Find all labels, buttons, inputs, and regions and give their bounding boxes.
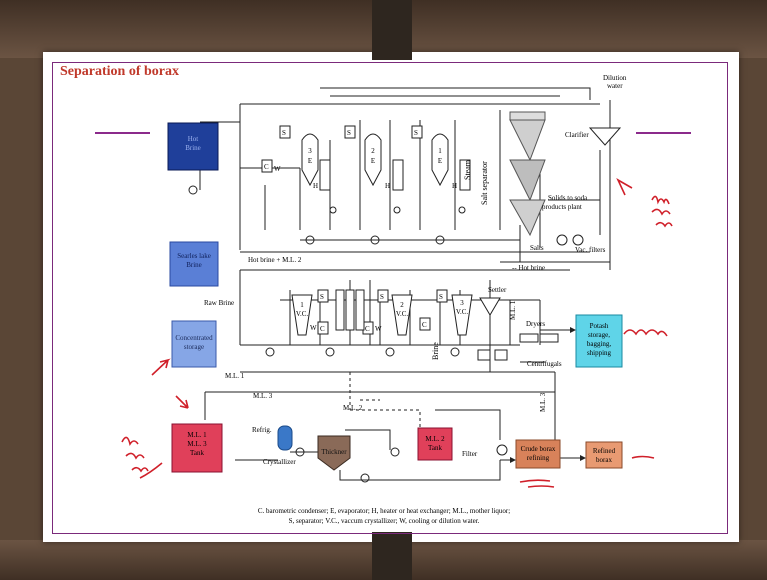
salts-label: Salts <box>530 244 544 252</box>
brine-label: Brine <box>431 342 440 360</box>
svg-text:H: H <box>385 182 390 190</box>
caption-line-2: S, separator; V.C., vaccum crystallizer;… <box>289 517 480 525</box>
svg-text:V.C.: V.C. <box>396 310 409 318</box>
svg-text:1: 1 <box>300 301 304 309</box>
svg-text:S: S <box>380 293 384 301</box>
svg-text:W: W <box>310 324 317 332</box>
refined-dash-annotation <box>632 457 654 459</box>
ml3-side-label: M.L. 3 <box>539 392 547 412</box>
dryers-label: Dryers <box>526 320 545 328</box>
ml1-side-label: M.L. 1 <box>509 300 517 320</box>
svg-text:V.C.: V.C. <box>456 308 469 316</box>
centrifugal-icons <box>478 350 507 360</box>
arrow-annotation-storage <box>152 360 168 375</box>
svg-text:3: 3 <box>308 147 312 155</box>
crude-underline-annotation <box>520 480 554 487</box>
svg-text:C: C <box>320 325 325 333</box>
hot-brine-return-label: -- Hot brine <box>512 264 545 272</box>
svg-text:S: S <box>414 129 418 137</box>
product-annotation <box>624 330 667 336</box>
ml1-label: M.L. 1 <box>225 372 245 380</box>
crystallizer-icon <box>278 426 292 450</box>
evaporator-2: 2 E H <box>365 134 403 190</box>
svg-text:2: 2 <box>400 301 404 309</box>
svg-text:C: C <box>264 163 269 171</box>
svg-text:2: 2 <box>371 147 375 155</box>
vacuum-crystallizer-3: 3 V.C. <box>452 295 472 335</box>
svg-text:H: H <box>452 182 457 190</box>
evaporator-3: 3 E H <box>302 134 330 190</box>
ml3-label: M.L. 3 <box>253 392 273 400</box>
svg-text:3: 3 <box>460 299 464 307</box>
svg-text:C: C <box>365 325 370 333</box>
svg-text:E: E <box>371 157 375 165</box>
ml2-label: M.L. 2 <box>343 404 363 412</box>
centrifugals-label: Centrifugals <box>527 360 562 368</box>
svg-text:E: E <box>308 157 312 165</box>
steam-label: Steam <box>463 159 472 180</box>
caption-line-1: C. barometric condenser; E, evaporator; … <box>258 507 510 515</box>
svg-text:W: W <box>375 325 382 333</box>
svg-text:S: S <box>439 293 443 301</box>
svg-text:W: W <box>274 165 281 173</box>
svg-text:S: S <box>347 129 351 137</box>
clarifier-label: Clarifier <box>565 131 589 139</box>
vacuum-crystallizer-1: 1 V.C. <box>292 295 312 335</box>
settler-icon <box>480 298 500 315</box>
settler-label: Settler <box>488 286 507 294</box>
raw-brine-label: Raw Brine <box>204 299 234 307</box>
svg-text:S: S <box>320 293 324 301</box>
thickner-tank: Thickner <box>318 436 350 470</box>
heat-exchanger-bank <box>336 290 364 330</box>
arrow-annotation-potash <box>618 180 632 195</box>
svg-text:E: E <box>438 157 442 165</box>
salt-separator-label: Salt separator <box>480 161 489 205</box>
svg-text:Thickner: Thickner <box>321 448 347 456</box>
clarifier-icon <box>590 128 620 145</box>
dryer-icon <box>520 334 558 342</box>
crystallizer-label: Crystallizer <box>263 458 296 466</box>
filter-label: Filter <box>462 450 478 458</box>
svg-text:H: H <box>313 182 318 190</box>
svg-text:C: C <box>422 321 427 329</box>
vac-filters-label: Vac. filters <box>575 246 606 254</box>
svg-text:V.C.: V.C. <box>296 310 309 318</box>
hot-brine-ml2-label: Hot brine + M.L. 2 <box>248 256 302 264</box>
refrig-label: Refrig. <box>252 426 272 434</box>
flow-lines <box>200 88 610 480</box>
vacuum-crystallizer-2: 2 V.C. <box>392 295 412 335</box>
svg-text:1: 1 <box>438 147 442 155</box>
arrow-annotation-ml <box>176 396 188 408</box>
svg-text:S: S <box>282 129 286 137</box>
